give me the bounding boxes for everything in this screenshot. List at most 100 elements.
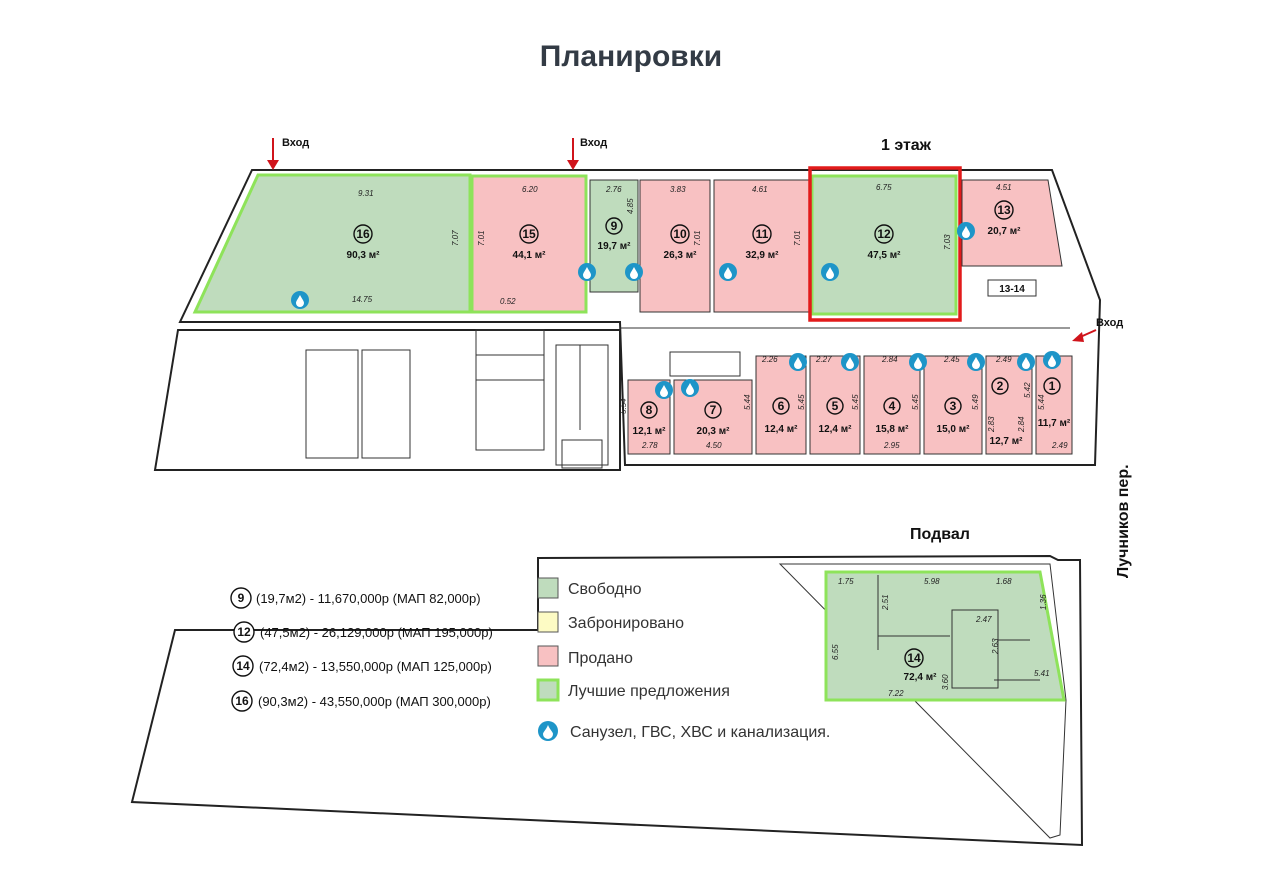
room-6[interactable] (755, 355, 807, 455)
svg-text:8: 8 (646, 403, 653, 417)
svg-text:4.61: 4.61 (752, 185, 768, 194)
svg-text:11,7 м²: 11,7 м² (1038, 418, 1071, 429)
legend-item-best: Лучшие предложения (536, 678, 730, 702)
basement-outline (130, 554, 1084, 847)
water-drop-icon (655, 381, 673, 399)
svg-text:Продано: Продано (568, 650, 633, 667)
svg-text:15,0 м²: 15,0 м² (937, 424, 971, 435)
svg-text:2.27: 2.27 (815, 355, 832, 364)
svg-text:2.63: 2.63 (991, 638, 1000, 655)
legend-item-sold: Продано (537, 645, 633, 667)
svg-text:14.75: 14.75 (352, 295, 373, 304)
svg-text:12,1 м²: 12,1 м² (633, 426, 667, 437)
basement-label: Подвал (910, 526, 970, 543)
svg-text:6.55: 6.55 (831, 644, 840, 660)
floor1-label: 1 этаж (881, 137, 932, 154)
water-drop-icon (538, 721, 558, 741)
svg-text:10: 10 (673, 227, 687, 241)
price-item-14: 14 (72,4м2) - 13,550,000р (МАП 125,000р) (232, 655, 492, 677)
svg-text:Вход: Вход (580, 137, 607, 149)
room-14-area: 72,4 м² (904, 672, 938, 683)
room-11[interactable] (713, 179, 811, 313)
svg-text:5.42: 5.42 (1023, 382, 1032, 398)
svg-text:4.85: 4.85 (626, 198, 635, 214)
svg-text:9: 9 (611, 219, 618, 233)
svg-text:4.50: 4.50 (706, 441, 722, 450)
room-12[interactable] (810, 174, 958, 316)
svg-text:2.78: 2.78 (641, 441, 658, 450)
left-wing-interior (305, 329, 609, 469)
svg-text:1: 1 (1049, 379, 1056, 393)
svg-text:Лучшие предложения: Лучшие предложения (568, 683, 730, 700)
svg-text:5: 5 (832, 399, 839, 413)
svg-text:13: 13 (997, 203, 1011, 217)
water-drop-icon (967, 353, 985, 371)
room-3[interactable] (923, 355, 983, 455)
entrance-marker-2: Вход (567, 137, 607, 170)
water-drop-icon (957, 222, 975, 240)
water-drop-icon (1043, 351, 1061, 369)
room-4[interactable] (863, 355, 921, 455)
svg-text:3.60: 3.60 (941, 674, 950, 690)
room-13[interactable] (961, 179, 1063, 267)
room-13-14-label: 13-14 (999, 284, 1025, 295)
basement-dimensions: 5.98 1.75 1.68 1.36 6.55 2.51 3.60 7.22 … (831, 577, 1050, 698)
water-drop-icon (909, 353, 927, 371)
water-drop-icon (1017, 353, 1035, 371)
svg-text:5.45: 5.45 (797, 394, 806, 410)
svg-text:11: 11 (756, 227, 769, 241)
dimension-labels: 9.31 7.07 14.75 6.20 7.01 0.52 2.76 4.85… (352, 183, 1068, 450)
svg-text:0.52: 0.52 (500, 297, 516, 306)
svg-text:1.36: 1.36 (1039, 594, 1048, 610)
svg-text:5.45: 5.45 (851, 394, 860, 410)
floor1-outline (178, 169, 1102, 466)
svg-text:5.44: 5.44 (1037, 394, 1046, 410)
svg-text:12: 12 (237, 625, 251, 639)
water-drop-icon (291, 291, 309, 309)
svg-text:1.75: 1.75 (838, 577, 854, 586)
svg-text:5.41: 5.41 (1034, 669, 1050, 678)
svg-text:7.07: 7.07 (451, 230, 460, 246)
svg-text:32,9 м²: 32,9 м² (746, 250, 780, 261)
svg-text:6: 6 (778, 399, 785, 413)
svg-text:6.75: 6.75 (876, 183, 892, 192)
room-1[interactable] (1035, 355, 1073, 455)
svg-text:7.01: 7.01 (477, 230, 486, 246)
water-drop-icon (681, 379, 699, 397)
svg-text:(72,4м2) - 13,550,000р (МАП 1: (72,4м2) - 13,550,000р (МАП 125,000р) (259, 659, 492, 674)
svg-text:1.68: 1.68 (996, 577, 1012, 586)
floor1-left-wing (153, 329, 621, 471)
svg-text:44,1 м²: 44,1 м² (513, 250, 547, 261)
svg-text:12: 12 (877, 227, 891, 241)
svg-text:12,4 м²: 12,4 м² (819, 424, 853, 435)
room-13-14[interactable] (987, 279, 1037, 297)
room-14-number: 14 (907, 651, 921, 665)
price-item-16: 16 (90,3м2) - 43,550,000р (МАП 300,000р) (231, 690, 491, 712)
svg-text:3: 3 (950, 399, 957, 413)
room-2[interactable] (985, 355, 1033, 455)
water-drop-icon (625, 263, 643, 281)
svg-text:15,8 м²: 15,8 м² (876, 424, 910, 435)
svg-text:12,4 м²: 12,4 м² (765, 424, 799, 435)
svg-text:2.45: 2.45 (943, 355, 960, 364)
water-drop-icon (841, 353, 859, 371)
room-5[interactable] (809, 355, 861, 455)
svg-text:2.84: 2.84 (881, 355, 898, 364)
svg-text:2.84: 2.84 (1017, 416, 1026, 433)
svg-text:2.76: 2.76 (605, 185, 622, 194)
water-drop-icon (578, 263, 596, 281)
legend: Свободно Забронировано Продано Лучшие пр… (536, 577, 830, 741)
room-10[interactable] (639, 179, 711, 313)
svg-text:6.20: 6.20 (522, 185, 538, 194)
svg-text:5.45: 5.45 (911, 394, 920, 410)
legend-item-plumbing: Санузел, ГВС, ХВС и канализация. (538, 721, 830, 741)
utility-room (669, 351, 741, 377)
room-15[interactable] (470, 174, 588, 314)
room-12-highlight (808, 166, 962, 322)
svg-text:Вход: Вход (282, 137, 309, 149)
svg-text:7.01: 7.01 (793, 230, 802, 246)
price-list: 9 (19,7м2) - 11,670,000р (МАП 82,000р) 1… (230, 587, 493, 712)
room-16[interactable] (192, 173, 472, 314)
room-14-interior (877, 575, 1040, 689)
svg-text:47,5 м²: 47,5 м² (868, 250, 902, 261)
